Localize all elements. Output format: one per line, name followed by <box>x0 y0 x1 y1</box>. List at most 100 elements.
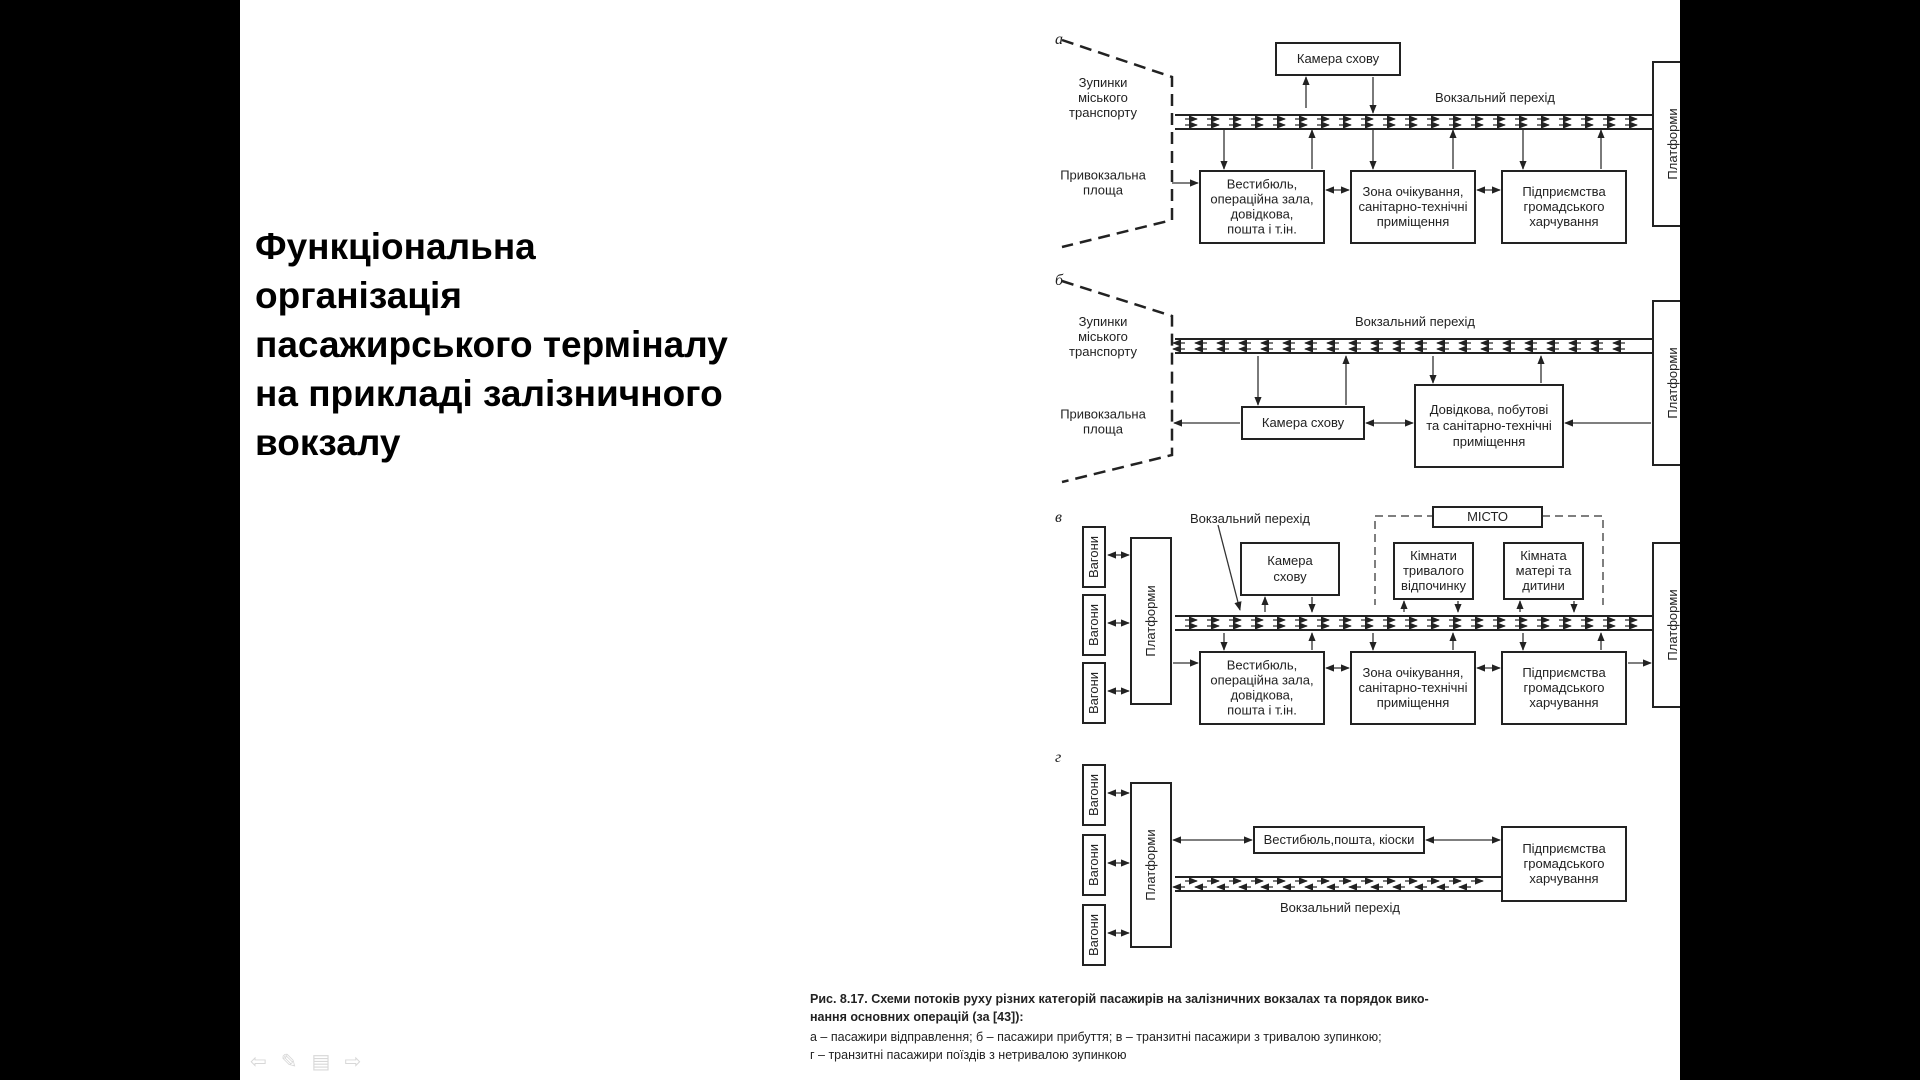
caption-line-2: нання основних операцій (за [43]): <box>810 1010 1024 1024</box>
storage-box-label: Камера схову <box>1262 415 1345 430</box>
mother-room-box-label-line-1: Кімната <box>1520 548 1567 563</box>
city-box <box>1432 506 1543 528</box>
platforms-right-box-label: Платформи <box>1665 589 1680 660</box>
square-label-line-1: Привокзальна <box>1060 168 1146 183</box>
catering-box-label-line-3: харчування <box>1529 695 1598 710</box>
mother-room-box-label-line-3: дитини <box>1522 578 1565 593</box>
stops-label-line-2: міського <box>1078 90 1128 105</box>
square-label-line-2: площа <box>1083 183 1124 198</box>
platforms-left-box <box>1130 537 1172 705</box>
catering-box-label-line-2: громадського <box>1524 199 1605 214</box>
vestibule-box-label-line-1: Вестибюль, <box>1227 658 1298 673</box>
rest-rooms-box-label-line-3: відпочинку <box>1401 578 1466 593</box>
platforms-box-label: Платформи <box>1665 347 1680 418</box>
passage-label: Вокзальний перехід <box>1280 900 1400 915</box>
catering-box <box>1501 170 1627 244</box>
rest-rooms-box <box>1393 542 1474 600</box>
info-box-label-line-2: та санітарно-технічні <box>1426 418 1552 433</box>
mother-room-box <box>1503 542 1584 600</box>
storage-box-label-line-1: Камера <box>1267 553 1313 568</box>
info-box-label-line-3: приміщення <box>1453 434 1526 449</box>
caption-line-1: Рис. 8.17. Схеми потоків руху різних кат… <box>810 992 1429 1006</box>
section-letter: б <box>1055 272 1064 289</box>
section-letter: г <box>1055 749 1061 766</box>
stops-label-line-1: Зупинки <box>1079 75 1128 90</box>
platforms-box-label: Платформи <box>1665 108 1680 179</box>
wagon-left-1-label: Вагони <box>1086 536 1101 578</box>
city-box-label: МІСТО <box>1467 509 1508 524</box>
station-boundary <box>1061 38 1174 249</box>
rest-rooms-box-label-line-1: Кімнати <box>1410 548 1457 563</box>
storage-box-label: Камера схову <box>1297 51 1380 66</box>
wagon-left-1 <box>1082 526 1106 588</box>
flow-arrow <box>1217 524 1242 611</box>
wagon-1 <box>1082 764 1106 826</box>
wagon-1-label: Вагони <box>1086 774 1101 816</box>
info-box <box>1414 384 1564 468</box>
vestibule-box <box>1199 170 1325 244</box>
wagon-3-label: Вагони <box>1086 914 1101 956</box>
catering-box-label-line-2: громадського <box>1524 680 1605 695</box>
vestibule-box-label-line-3: довідкова, <box>1231 207 1294 222</box>
waiting-box-label-line-1: Зона очікування, <box>1362 184 1463 199</box>
vestibule-box-label-line-4: пошта і т.ін. <box>1227 222 1297 237</box>
waiting-box-label-line-1: Зона очікування, <box>1362 665 1463 680</box>
waiting-box-label-line-2: санітарно-технічні <box>1359 680 1468 695</box>
platforms-right-box <box>1652 542 1680 708</box>
vestibule-box-label-line-2: операційна зала, <box>1210 673 1313 688</box>
city-boundary <box>1374 515 1604 605</box>
vestibule-box-label-line-3: довідкова, <box>1231 688 1294 703</box>
square-label-line-2: площа <box>1083 422 1124 437</box>
wagon-2 <box>1082 834 1106 896</box>
vestibule-box-label-line-4: пошта і т.ін. <box>1227 703 1297 718</box>
section-a: аЗупинкиміськоготранспортуПривокзальнапл… <box>1055 31 1680 249</box>
pen-icon[interactable]: ✎ <box>280 1051 298 1073</box>
storage-box-label-line-2: схову <box>1273 569 1307 584</box>
wagon-2-label: Вагони <box>1086 844 1101 886</box>
storage-box <box>1241 406 1365 440</box>
rest-rooms-box-label-line-2: тривалого <box>1403 563 1464 578</box>
back-arrow-icon[interactable]: ⇦ <box>250 1051 267 1073</box>
platforms-box-label: Платформи <box>1143 829 1158 900</box>
mother-room-box-label-line-2: матері та <box>1516 563 1572 578</box>
waiting-box-label-line-3: приміщення <box>1377 695 1450 710</box>
stops-label-line-3: транспорту <box>1069 105 1137 120</box>
catering-box-label-line-3: харчування <box>1529 871 1598 886</box>
section-letter: в <box>1055 509 1062 526</box>
vestibule-box <box>1253 826 1425 854</box>
stops-label-line-1: Зупинки <box>1079 314 1128 329</box>
platforms-box <box>1130 782 1172 948</box>
slide-navigation: ⇦ ✎ ▤ ⇨ <box>250 1052 361 1072</box>
section-b: бЗупинкиміськоготранспортуПривокзальнапл… <box>1055 272 1680 484</box>
vestibule-box-label-line-1: Вестибюль, <box>1227 177 1298 192</box>
caption-line-4: г – транзитні пасажири поїздів з нетрива… <box>810 1048 1127 1062</box>
platforms-left-box-label: Платформи <box>1143 585 1158 656</box>
waiting-box-label-line-3: приміщення <box>1377 214 1450 229</box>
platforms-box <box>1652 300 1680 466</box>
catering-box <box>1501 651 1627 725</box>
wagon-left-3 <box>1082 662 1106 724</box>
passage-label: Вокзальний перехід <box>1355 314 1475 329</box>
wagon-left-3-label: Вагони <box>1086 672 1101 714</box>
waiting-box <box>1350 170 1476 244</box>
passage-label: Вокзальний перехід <box>1190 511 1310 526</box>
wagon-3 <box>1082 904 1106 966</box>
section-letter: а <box>1055 31 1063 48</box>
railway-station-flow-diagram: аЗупинкиміськоготранспортуПривокзальнапл… <box>810 31 1680 1062</box>
slide-title: Функціональна організація пасажирського … <box>255 226 728 463</box>
passage-label: Вокзальний перехід <box>1435 90 1555 105</box>
figure-caption: Рис. 8.17. Схеми потоків руху різних кат… <box>810 992 1429 1062</box>
info-box-label-line-1: Довідкова, побутові <box>1430 402 1549 417</box>
slide: Функціональна організація пасажирського … <box>240 0 1680 1080</box>
catering-box <box>1501 826 1627 902</box>
forward-arrow-icon[interactable]: ⇨ <box>344 1051 362 1073</box>
wagon-left-2-label: Вагони <box>1086 604 1101 646</box>
platforms-box <box>1652 61 1680 227</box>
waiting-box-label-line-2: санітарно-технічні <box>1359 199 1468 214</box>
catering-box-label-line-1: Підприємства <box>1522 184 1606 199</box>
storage-box <box>1240 542 1340 596</box>
catering-box-label-line-1: Підприємства <box>1522 841 1606 856</box>
menu-icon[interactable]: ▤ <box>311 1051 331 1073</box>
